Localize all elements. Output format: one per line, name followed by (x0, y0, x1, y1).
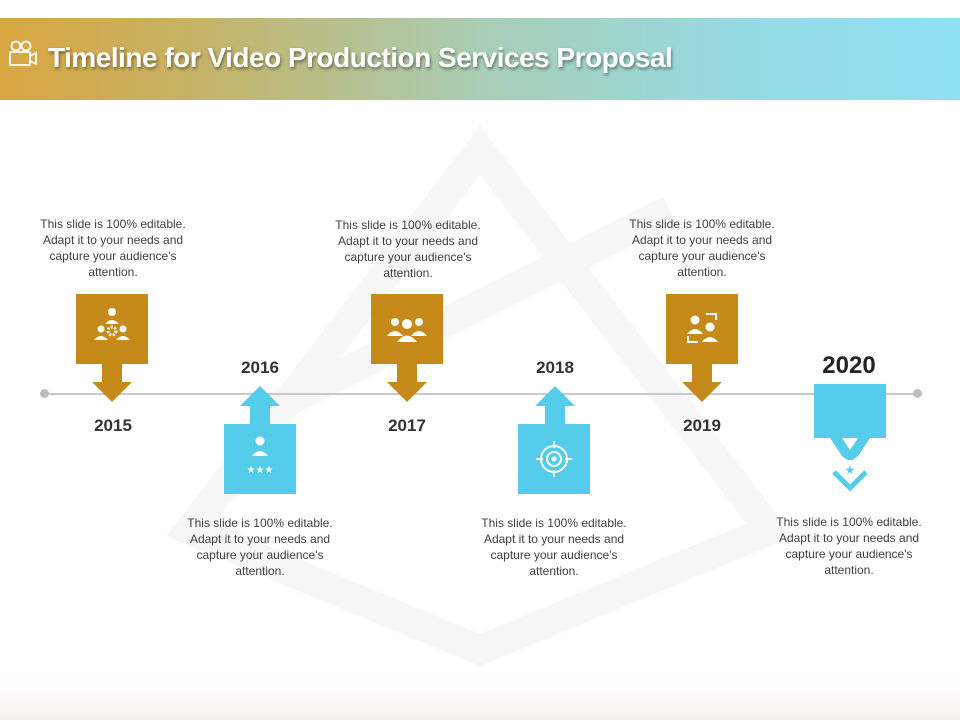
svg-text:★: ★ (845, 463, 856, 477)
svg-text:★★★: ★★★ (247, 465, 274, 476)
year-2015: 2015 (94, 416, 132, 435)
milestone-2015-box (76, 294, 148, 364)
medal-icon: ★ (830, 438, 870, 492)
year-2020: 2020 (822, 352, 876, 379)
milestone-2016-text: This slide is 100% editable. Adapt it to… (187, 516, 333, 578)
arrow-down-2015 (92, 364, 132, 402)
team-settings-icon (94, 308, 130, 340)
arrow-down-2019 (682, 364, 722, 402)
year-2016: 2016 (241, 358, 279, 377)
group-icon (387, 318, 427, 342)
milestone-2016-box: ★★★ (224, 424, 296, 494)
footer-band (0, 675, 960, 720)
milestone-2019-box (666, 294, 738, 364)
milestone-2017-box (371, 294, 443, 364)
arrow-down-2017 (387, 364, 427, 402)
title-bar: Timeline for Video Production Services P… (0, 18, 960, 100)
film-strip-background (166, 125, 794, 667)
milestone-2019-text: This slide is 100% editable. Adapt it to… (629, 217, 775, 279)
year-2019: 2019 (683, 416, 721, 435)
year-2017: 2017 (388, 416, 426, 435)
user-focus-icon (687, 313, 718, 343)
target-icon (536, 441, 572, 477)
milestone-2020-box (814, 384, 886, 438)
milestone-2017-text: This slide is 100% editable. Adapt it to… (335, 218, 481, 280)
milestone-2015-text: This slide is 100% editable. Adapt it to… (40, 217, 186, 279)
milestone-2018-box (518, 424, 590, 494)
page-title: Timeline for Video Production Services P… (48, 42, 673, 73)
arrow-up-2016 (240, 386, 280, 426)
year-2018: 2018 (536, 358, 574, 377)
timeline-start-dot (40, 389, 49, 398)
video-camera-icon (9, 40, 37, 66)
milestone-2018-text: This slide is 100% editable. Adapt it to… (481, 516, 627, 578)
arrow-up-2018 (535, 386, 575, 426)
milestone-2020-text: This slide is 100% editable. Adapt it to… (776, 515, 922, 577)
timeline-line (44, 393, 917, 395)
timeline-end-dot (913, 389, 922, 398)
user-rating-icon: ★★★ (247, 436, 274, 476)
